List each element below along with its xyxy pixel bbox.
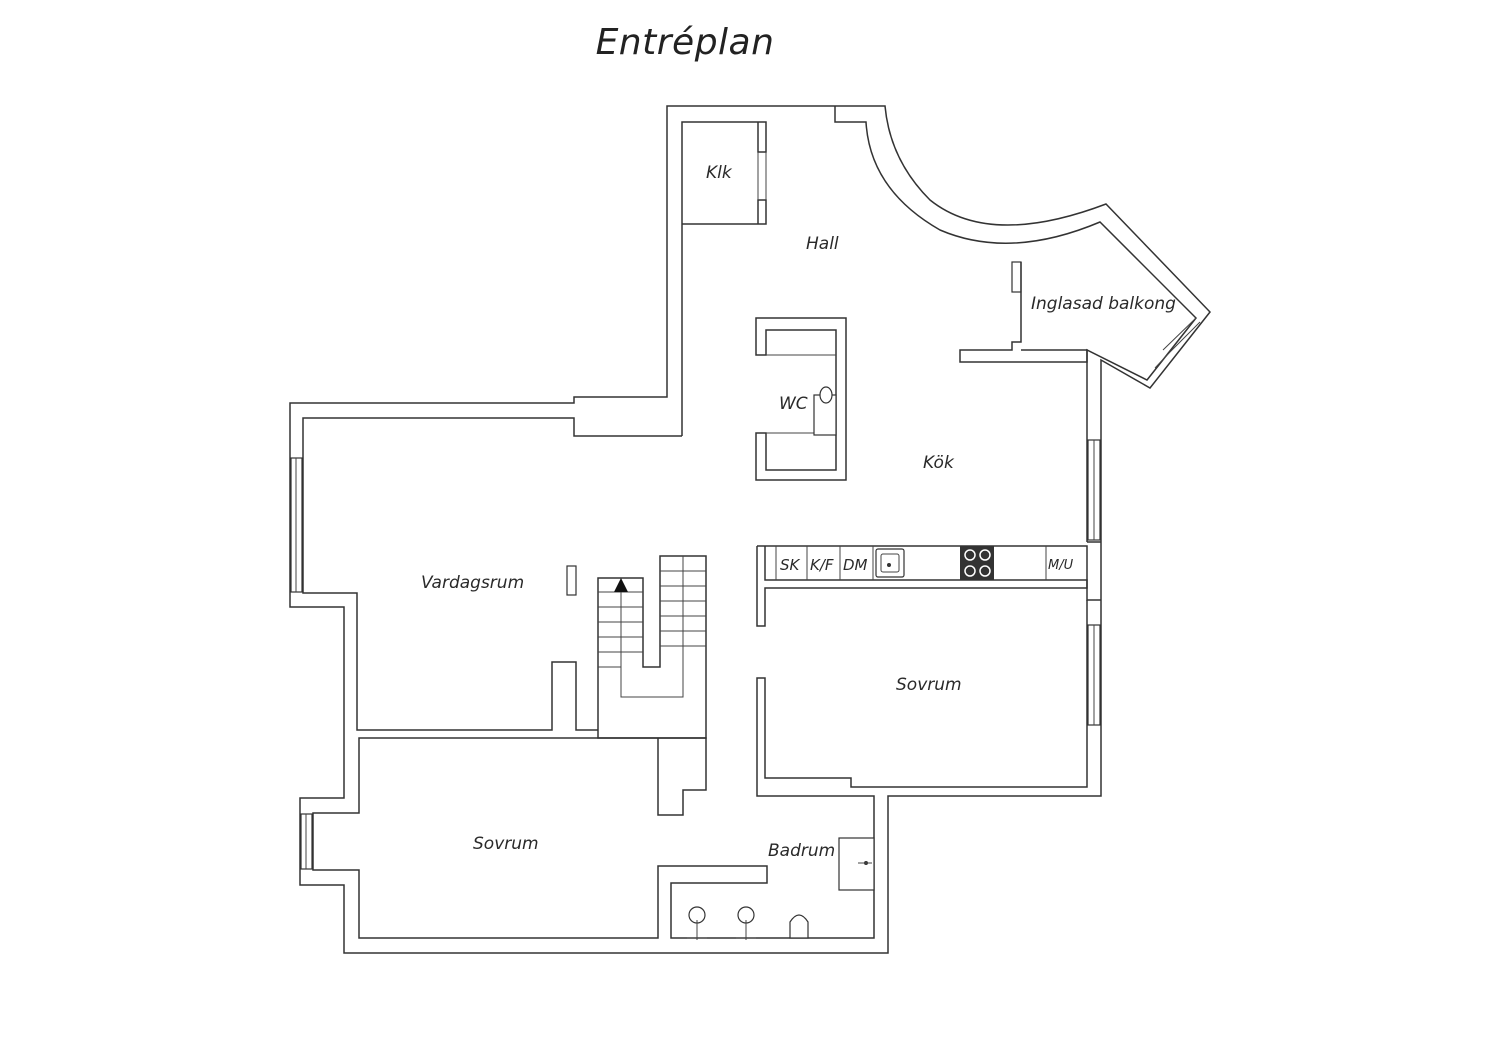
bathroom-fixtures	[687, 837, 875, 940]
room-label-kitchen: Kök	[923, 453, 955, 473]
kitchen-counter	[756, 541, 1101, 627]
room-label-hall: Hall	[806, 234, 839, 254]
room-label-bathroom: Badrum	[768, 841, 835, 861]
column	[566, 565, 577, 596]
room-label-bedroom-right: Sovrum	[896, 675, 962, 695]
room-label-klk: Klk	[706, 163, 733, 183]
outer-walls	[289, 105, 1211, 954]
staircase	[597, 555, 707, 739]
closet-walls	[682, 152, 767, 225]
balcony-door	[959, 261, 1088, 363]
room-label-bedroom-left: Sovrum	[473, 834, 539, 854]
windows	[290, 439, 1101, 870]
kitchen-unit-sk: SK	[780, 556, 801, 574]
kitchen-unit-dm: DM	[843, 556, 868, 574]
kitchen-unit-mu: M/U	[1048, 558, 1074, 573]
balcony-window	[1154, 317, 1201, 369]
room-label-living-room: Vardagsrum	[421, 573, 524, 593]
kitchen-unit-kf: K/F	[810, 556, 834, 574]
plan-title: Entréplan	[595, 22, 775, 63]
wc-walls	[755, 317, 847, 481]
room-label-wc: WC	[779, 394, 808, 414]
room-label-balcony: Inglasad balkong	[1031, 294, 1176, 314]
